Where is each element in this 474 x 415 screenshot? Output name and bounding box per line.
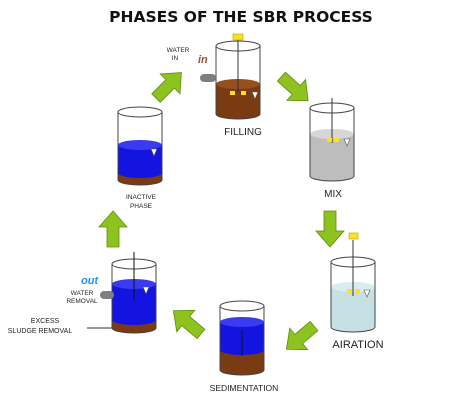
arrow-sedimentation-to-removal [172, 309, 206, 340]
phase-label-inactive-line1: INACTIVE [126, 194, 157, 201]
phase-label-mix: MIX [324, 189, 342, 200]
out-word: out [81, 275, 99, 287]
water-in-label-line1: WATER [167, 47, 190, 54]
diagram-title: PHASES OF THE SBR PROCESS [109, 8, 373, 26]
tank-mix [309, 98, 355, 182]
water-removal-label-line1: WATER [71, 290, 94, 297]
tank-removal [87, 252, 157, 334]
in-word: in [198, 54, 208, 66]
water-in-label-line2: IN [172, 55, 179, 62]
phase-label-inactive-line2: PHASE [130, 203, 153, 210]
phase-label-filling: FILLING [224, 127, 262, 138]
excess-sludge-label-line1: EXCESS [31, 318, 60, 325]
excess-sludge-label-line2: SLUDGE REMOVAL [8, 328, 73, 335]
phase-label-sedimentation: SEDIMENTATION [210, 383, 279, 393]
arrow-airation-to-sedimentation [285, 320, 319, 351]
tank-sedimentation [219, 300, 265, 376]
tank-airation [330, 232, 376, 333]
phase-label-airation: AIRATION [332, 339, 383, 351]
tank-filling [200, 33, 261, 120]
arrow-inactive-to-filling [151, 72, 182, 103]
arrow-filling-to-mix [276, 71, 309, 102]
arrow-mix-to-airation [315, 210, 345, 248]
cycle-arrows [98, 71, 345, 351]
arrow-removal-to-inactive [98, 210, 128, 248]
tank-inactive [117, 106, 163, 186]
water-removal-label-line2: REMOVAL [66, 298, 98, 305]
